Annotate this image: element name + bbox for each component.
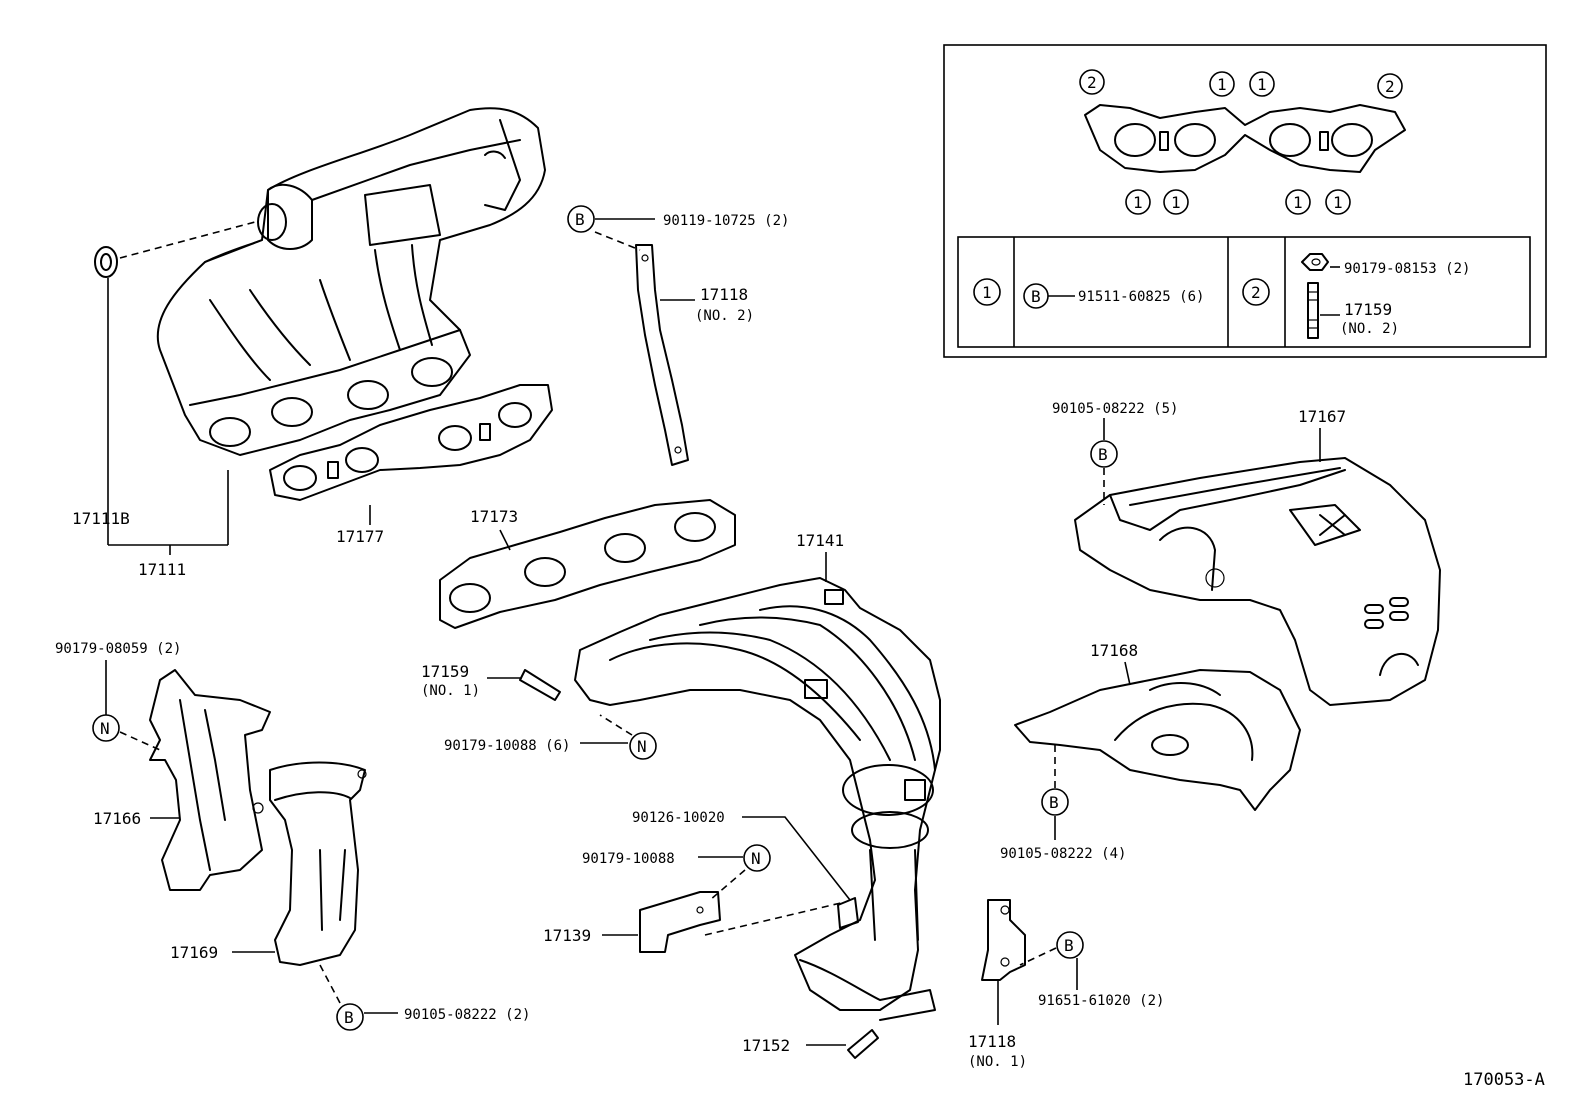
nut-n-letter: N	[637, 737, 647, 756]
inset-mark-1-top-b: 1	[1257, 75, 1267, 94]
callout-17167: 17167	[1298, 407, 1346, 426]
exhaust-manifold-17111[interactable]	[156, 107, 546, 456]
inset-mark-2-left: 2	[1087, 73, 1097, 92]
stud-17159-no1[interactable]	[519, 669, 561, 701]
nut-n-letter-17166: N	[100, 719, 110, 738]
callout-90179-08059: 90179-08059 (2)	[55, 641, 181, 657]
callout-17166: 17166	[93, 809, 141, 828]
callout-17118-no1-sub: (NO. 1)	[968, 1054, 1027, 1070]
heat-insulator-17167[interactable]	[1074, 457, 1441, 706]
callout-17118-no1: 17118	[968, 1032, 1016, 1051]
gasket-17177[interactable]	[269, 384, 553, 501]
table-row2-stud: 17159	[1344, 300, 1392, 319]
bolt-b-symbol-17168	[1041, 788, 1069, 816]
manifold-stay-17118-no2[interactable]	[635, 244, 689, 466]
heat-insulator-17168[interactable]	[1014, 669, 1301, 811]
gasket-kit-inset: 2 1 1 2 1 1 1 1 1 B 91511-60825 (6) 2	[943, 44, 1547, 358]
callout-17139: 17139	[543, 926, 591, 945]
bolt-b-symbol-17167	[1090, 440, 1118, 468]
exhaust-manifold-17141[interactable]	[574, 577, 941, 1021]
manifold-stay-17118-no1[interactable]	[981, 899, 1026, 981]
callout-17168: 17168	[1090, 641, 1138, 660]
nut-n-symbol	[629, 732, 657, 760]
bolt-b-symbol-17169	[336, 1003, 364, 1031]
bolt-b-letter: B	[575, 210, 585, 229]
callout-17173: 17173	[470, 507, 518, 526]
callout-90105-08222-2: 90105-08222 (2)	[404, 1007, 530, 1023]
callout-90179-10088-6: 90179-10088 (6)	[444, 738, 570, 754]
table-row2-stud-sub: (NO. 2)	[1340, 321, 1399, 337]
inset-mark-1-bottom-c: 1	[1293, 193, 1303, 212]
table-row1-part: 91511-60825 (6)	[1078, 289, 1204, 305]
bolt-b-letter-17167: B	[1098, 445, 1108, 464]
bolt-b-symbol-17118-no1	[1056, 931, 1084, 959]
gasket-17111b[interactable]	[94, 246, 118, 278]
bracket-17139[interactable]	[639, 891, 721, 953]
table-row2-nut: 90179-08153 (2)	[1344, 261, 1470, 277]
callout-17169: 17169	[170, 943, 218, 962]
callout-17141: 17141	[796, 531, 844, 550]
callout-90119-10725: 90119-10725 (2)	[663, 213, 789, 229]
heat-insulator-17166[interactable]	[149, 669, 271, 891]
callout-91651-61020: 91651-61020 (2)	[1038, 993, 1164, 1009]
flange-nut-icon	[1301, 253, 1329, 271]
bolt-b-letter-17169: B	[344, 1008, 354, 1027]
table-row2-key: 2	[1251, 283, 1261, 302]
bolt-b-symbol	[567, 205, 595, 233]
inset-mark-1-top-a: 1	[1217, 75, 1227, 94]
nut-n-symbol-17139	[743, 844, 771, 872]
inset-mark-2-right: 2	[1385, 77, 1395, 96]
callout-90126-10020: 90126-10020	[632, 810, 725, 826]
callout-17159-no1-sub: (NO. 1)	[421, 683, 480, 699]
callout-17111b: 17111B	[72, 509, 130, 528]
callout-17152: 17152	[742, 1036, 790, 1055]
callout-17118-no2: 17118	[700, 285, 748, 304]
bolt-b-letter-17118-no1: B	[1064, 936, 1074, 955]
callout-17177: 17177	[336, 527, 384, 546]
nut-n-letter-17139: N	[751, 849, 761, 868]
stud-90126-10020[interactable]	[837, 897, 859, 929]
heat-insulator-17169[interactable]	[252, 761, 367, 966]
diagram-code: 170053-A	[1463, 1070, 1545, 1090]
inset-mark-1-bottom-b: 1	[1171, 193, 1181, 212]
callout-90105-08222-5: 90105-08222 (5)	[1052, 401, 1178, 417]
gasket-17173[interactable]	[439, 499, 736, 629]
stud-icon	[1307, 282, 1319, 339]
inset-mark-1-bottom-d: 1	[1333, 193, 1343, 212]
bolt-b-letter-17168: B	[1049, 793, 1059, 812]
table-row1-key: 1	[982, 283, 992, 302]
callout-90179-10088: 90179-10088	[582, 851, 675, 867]
inset-mark-1-bottom-a: 1	[1133, 193, 1143, 212]
stud-17152[interactable]	[847, 1029, 879, 1059]
inset-gasket	[1084, 104, 1406, 173]
callout-17118-no2-sub: (NO. 2)	[695, 308, 754, 324]
table-row1-bolt-letter: B	[1031, 287, 1041, 306]
callout-17111: 17111	[138, 560, 186, 579]
callout-17159-no1: 17159	[421, 662, 469, 681]
callout-90105-08222-4: 90105-08222 (4)	[1000, 846, 1126, 862]
